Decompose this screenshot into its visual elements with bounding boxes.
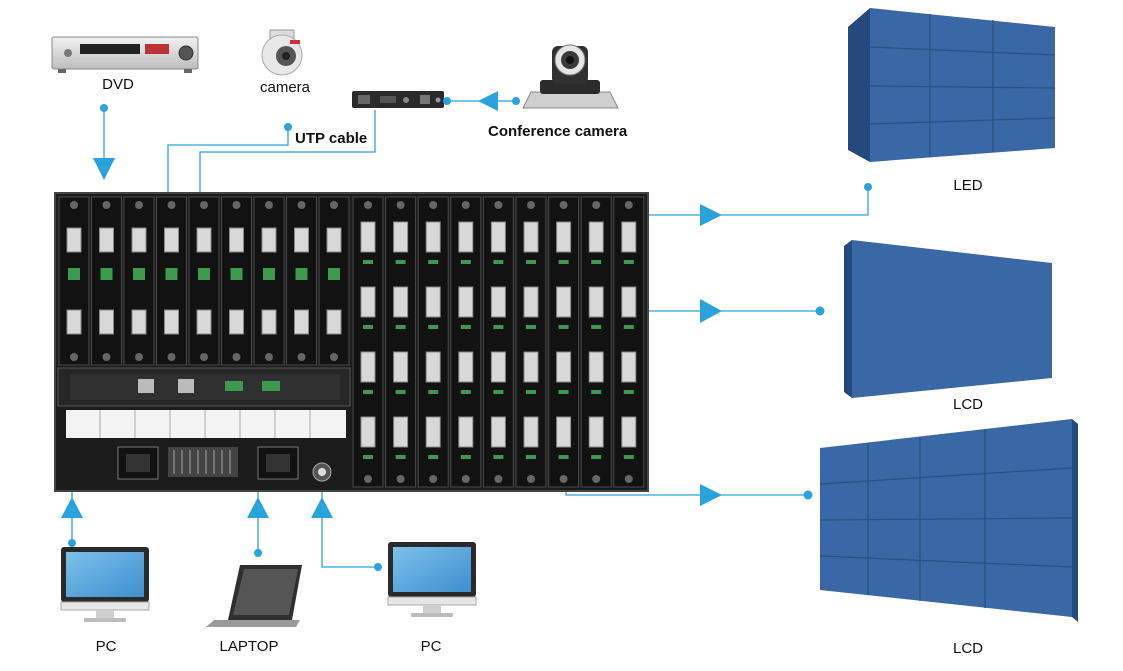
input-card xyxy=(156,196,187,366)
input-card xyxy=(91,196,122,366)
output-card xyxy=(450,196,482,488)
utp-cable-label: UTP cable xyxy=(295,130,368,147)
led-video-wall xyxy=(848,8,1056,162)
laptop-label: LAPTOP xyxy=(219,638,279,655)
input-card xyxy=(318,196,350,366)
output-card xyxy=(385,196,417,488)
camera-label: camera xyxy=(259,79,311,96)
conference-camera-label: Conference camera xyxy=(488,123,628,140)
arrow-down-dvd xyxy=(93,158,115,180)
arrow-right-led xyxy=(700,204,722,226)
arrow-up-pc xyxy=(61,497,83,518)
output-card xyxy=(613,196,645,488)
dvd-player-icon xyxy=(51,36,199,73)
lcd-middle-label: LCD xyxy=(952,396,984,413)
pc-right-label: PC xyxy=(420,638,442,655)
arrow-left-conference xyxy=(478,91,498,111)
laptop-icon xyxy=(206,565,302,627)
control-panel xyxy=(57,367,351,482)
dome-camera-icon xyxy=(261,29,303,76)
arrow-up-pc-right xyxy=(311,497,333,518)
dvd-label: DVD xyxy=(102,76,134,93)
output-card xyxy=(417,196,449,488)
pc-monitor-left-icon xyxy=(60,547,150,622)
input-card xyxy=(188,196,220,366)
output-card xyxy=(580,196,612,488)
output-cards xyxy=(352,196,645,488)
input-card xyxy=(58,196,90,366)
lcd-bottom-label: LCD xyxy=(952,640,984,657)
conference-camera-icon xyxy=(522,44,619,109)
pc-monitor-right-icon xyxy=(387,542,477,617)
utp-receiver-box-icon xyxy=(352,91,444,108)
input-card xyxy=(253,196,285,366)
lcd-video-wall-middle xyxy=(844,240,1052,398)
lcd-video-wall-bottom xyxy=(819,419,1078,622)
input-card xyxy=(286,196,317,366)
output-card xyxy=(548,196,580,488)
output-card xyxy=(482,196,514,488)
input-cards xyxy=(58,196,350,366)
output-card xyxy=(515,196,547,488)
output-card xyxy=(352,196,384,488)
input-card xyxy=(221,196,252,366)
arrow-right-lcd-bottom xyxy=(700,484,722,506)
signal-arrows xyxy=(61,91,722,518)
pc-left-label: PC xyxy=(95,638,117,655)
led-label: LED xyxy=(953,177,983,194)
arrow-up-laptop xyxy=(247,497,269,518)
input-card xyxy=(123,196,155,366)
arrow-right-lcd xyxy=(700,299,722,323)
